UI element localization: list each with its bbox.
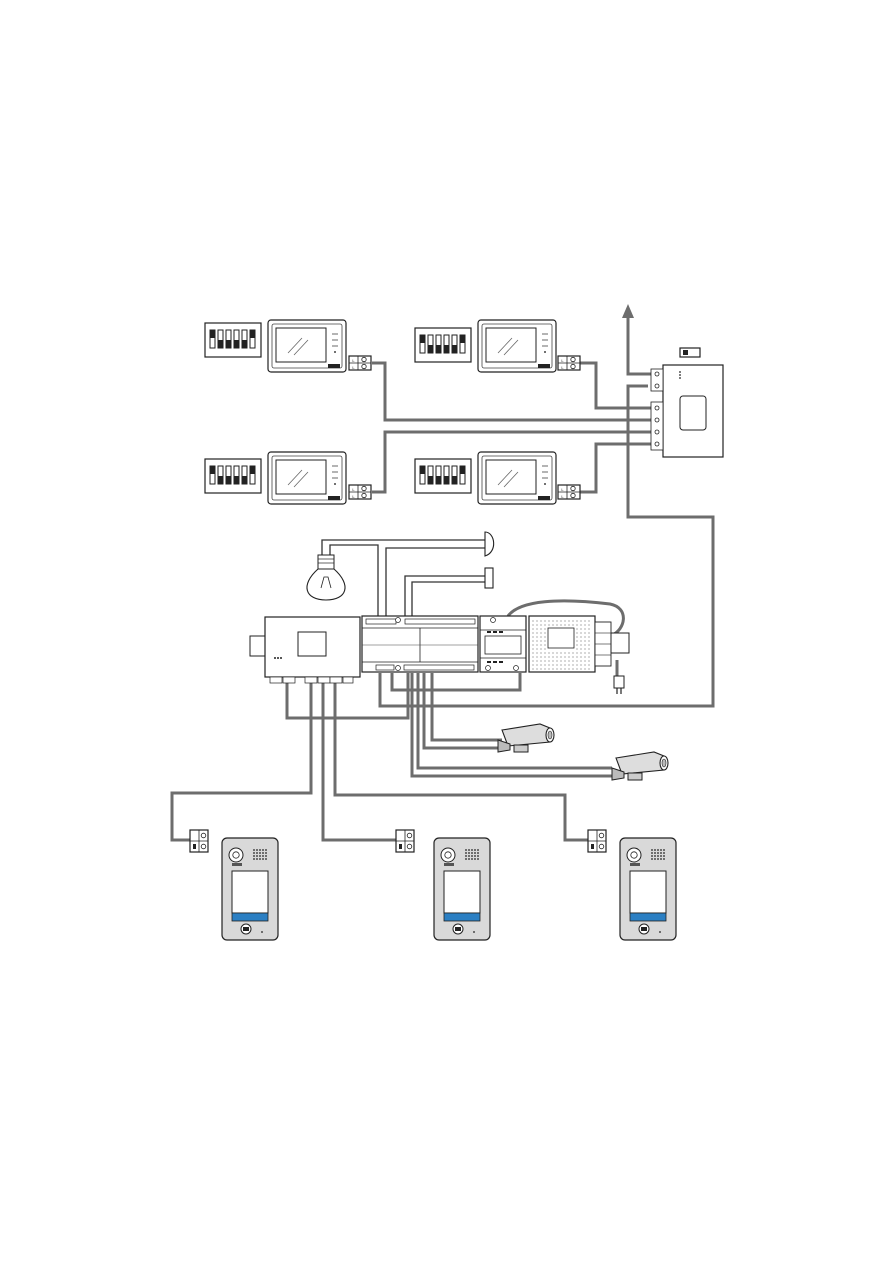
video-distributor — [651, 348, 723, 457]
power-adapter-module — [480, 616, 526, 672]
monitor-1-unit — [268, 320, 346, 372]
door-station-3 — [588, 830, 676, 940]
monitor-2-terminal — [558, 356, 580, 370]
wire-up-riser — [628, 312, 652, 374]
power-supply-module — [529, 616, 629, 672]
door-station-3-terminal — [588, 830, 606, 852]
dip-switch-1 — [205, 323, 261, 357]
door-station-2 — [396, 830, 490, 940]
exit-button-icon — [485, 532, 494, 556]
switcher-module — [265, 617, 360, 683]
dip-switch-2 — [415, 328, 471, 362]
dip-switch-3 — [205, 459, 261, 493]
cctv-camera-1 — [498, 724, 554, 752]
cctv-camera-2 — [612, 752, 668, 780]
door-lock-icon — [485, 568, 493, 588]
door-station-2-terminal — [396, 830, 414, 852]
wire-door-station-1 — [172, 680, 311, 840]
monitor-1 — [205, 320, 371, 372]
monitor-2-unit — [478, 320, 556, 372]
door-station-1-terminal — [190, 830, 208, 852]
monitor-3-unit — [268, 452, 346, 504]
wire-camera-2 — [418, 673, 612, 768]
monitor-4-unit — [478, 452, 556, 504]
controller-module — [362, 616, 478, 672]
monitor-3 — [205, 452, 371, 504]
door-station-3-panel — [620, 838, 676, 940]
monitor-4 — [415, 452, 580, 504]
wire-monitor-4 — [579, 444, 652, 492]
riser-arrow-icon — [622, 304, 634, 318]
din-rail-left — [250, 636, 265, 656]
monitor-1-terminal — [349, 356, 371, 370]
monitor-2 — [415, 320, 580, 372]
mains-plug-icon — [614, 660, 624, 694]
door-station-2-panel — [434, 838, 490, 940]
monitor-3-terminal — [349, 485, 371, 499]
dip-switch-4 — [415, 459, 471, 493]
lamp-icon — [307, 555, 345, 600]
door-station-1-panel — [222, 838, 278, 940]
door-station-1 — [190, 830, 278, 940]
monitor-4-terminal — [558, 485, 580, 499]
wire-door-station-3 — [335, 680, 588, 840]
